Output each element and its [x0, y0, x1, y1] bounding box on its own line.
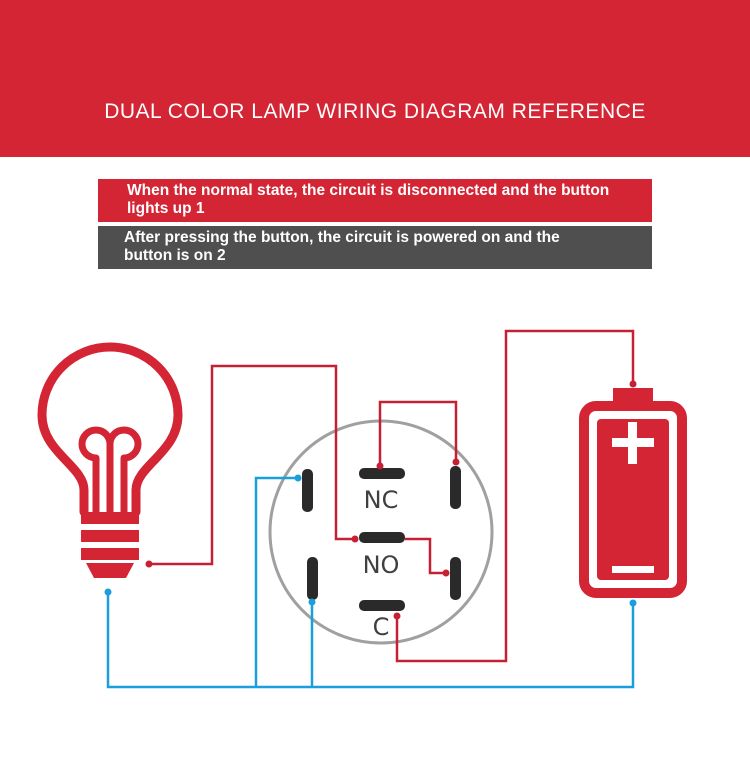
pin-label-c: C [373, 613, 390, 641]
red-wires [149, 329, 635, 663]
wire-no-to-indicator [405, 537, 446, 575]
blue-wires [106, 476, 635, 689]
wire-nc-loop [378, 400, 458, 466]
switch-pins [302, 466, 461, 611]
normal-state-note: When the normal state, the circuit is di… [98, 179, 652, 222]
page-title: DUAL COLOR LAMP WIRING DIAGRAM REFERENCE [104, 100, 646, 123]
wire-ground-to-led-pin-1 [254, 476, 298, 687]
header-banner: DUAL COLOR LAMP WIRING DIAGRAM REFERENCE [0, 0, 750, 157]
battery-negative-symbol [612, 566, 654, 573]
pin-label-nc: NC [364, 486, 399, 514]
blue-wire-terminals [104, 474, 637, 607]
pressed-state-note: After pressing the button, the circuit i… [98, 226, 652, 269]
wire-c-to-battery [395, 329, 635, 663]
wire-lamp-to-no [149, 364, 355, 566]
battery-icon [579, 388, 687, 598]
light-bulb-icon [37, 342, 183, 578]
wire-common-ground [106, 592, 635, 689]
pin-label-no: NO [363, 551, 400, 579]
red-wire-terminals [145, 380, 637, 620]
